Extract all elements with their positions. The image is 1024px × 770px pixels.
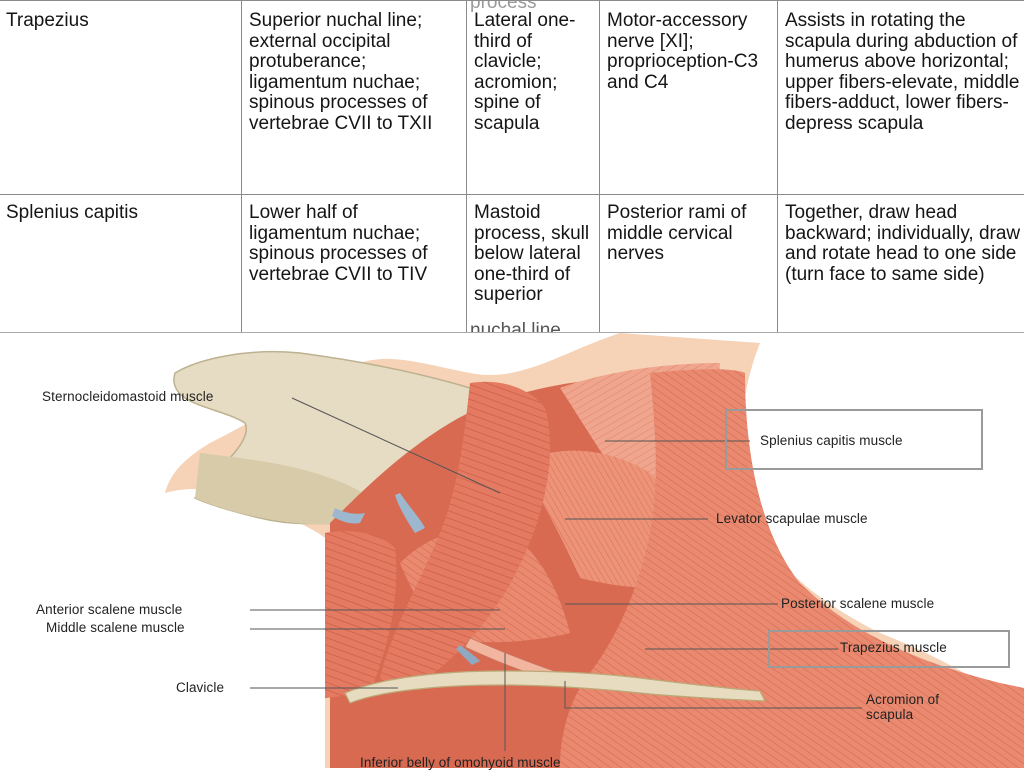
label-middle-scalene: Middle scalene muscle — [46, 620, 185, 635]
muscle-data-table: Trapezius Superior nuchal line; external… — [0, 0, 1024, 333]
label-anterior-scalene: Anterior scalene muscle — [36, 602, 182, 617]
label-clavicle: Clavicle — [176, 680, 224, 695]
label-splenius-capitis: Splenius capitis muscle — [760, 433, 903, 448]
cell-muscle: Splenius capitis — [0, 195, 242, 334]
muscle-table: process Trapezius Superior nuchal line; … — [0, 0, 1024, 333]
table-row: Splenius capitis Lower half of ligamentu… — [0, 195, 1024, 334]
label-acromion-line2: scapula — [866, 707, 913, 722]
cell-function: Together, draw head backward; individual… — [778, 195, 1024, 334]
cell-innervation: Posterior rami of middle cervical nerves — [600, 195, 778, 334]
label-sternocleidomastoid: Sternocleidomastoid muscle — [42, 389, 213, 404]
cell-origin: Lower half of ligamentum nuchae; spinous… — [242, 195, 467, 334]
cell-innervation: Motor-accessory nerve [XI]; propriocepti… — [600, 1, 778, 195]
label-acromion-line1: Acromion of — [866, 692, 939, 707]
cell-insertion: Mastoid process, skull below lateral one… — [467, 195, 600, 334]
label-posterior-scalene: Posterior scalene muscle — [781, 596, 934, 611]
cell-origin: Superior nuchal line; external occipital… — [242, 1, 467, 195]
cell-muscle: Trapezius — [0, 1, 242, 195]
cell-insertion: Lateral one-third of clavicle; acromion;… — [467, 1, 600, 195]
neck-illustration: Sternocleidomastoid muscle Splenius capi… — [0, 333, 1024, 768]
label-trapezius: Trapezius muscle — [840, 640, 947, 655]
label-levator-scapulae: Levator scapulae muscle — [716, 511, 868, 526]
table-row: Trapezius Superior nuchal line; external… — [0, 1, 1024, 195]
cell-function: Assists in rotating the scapula during a… — [778, 1, 1024, 195]
